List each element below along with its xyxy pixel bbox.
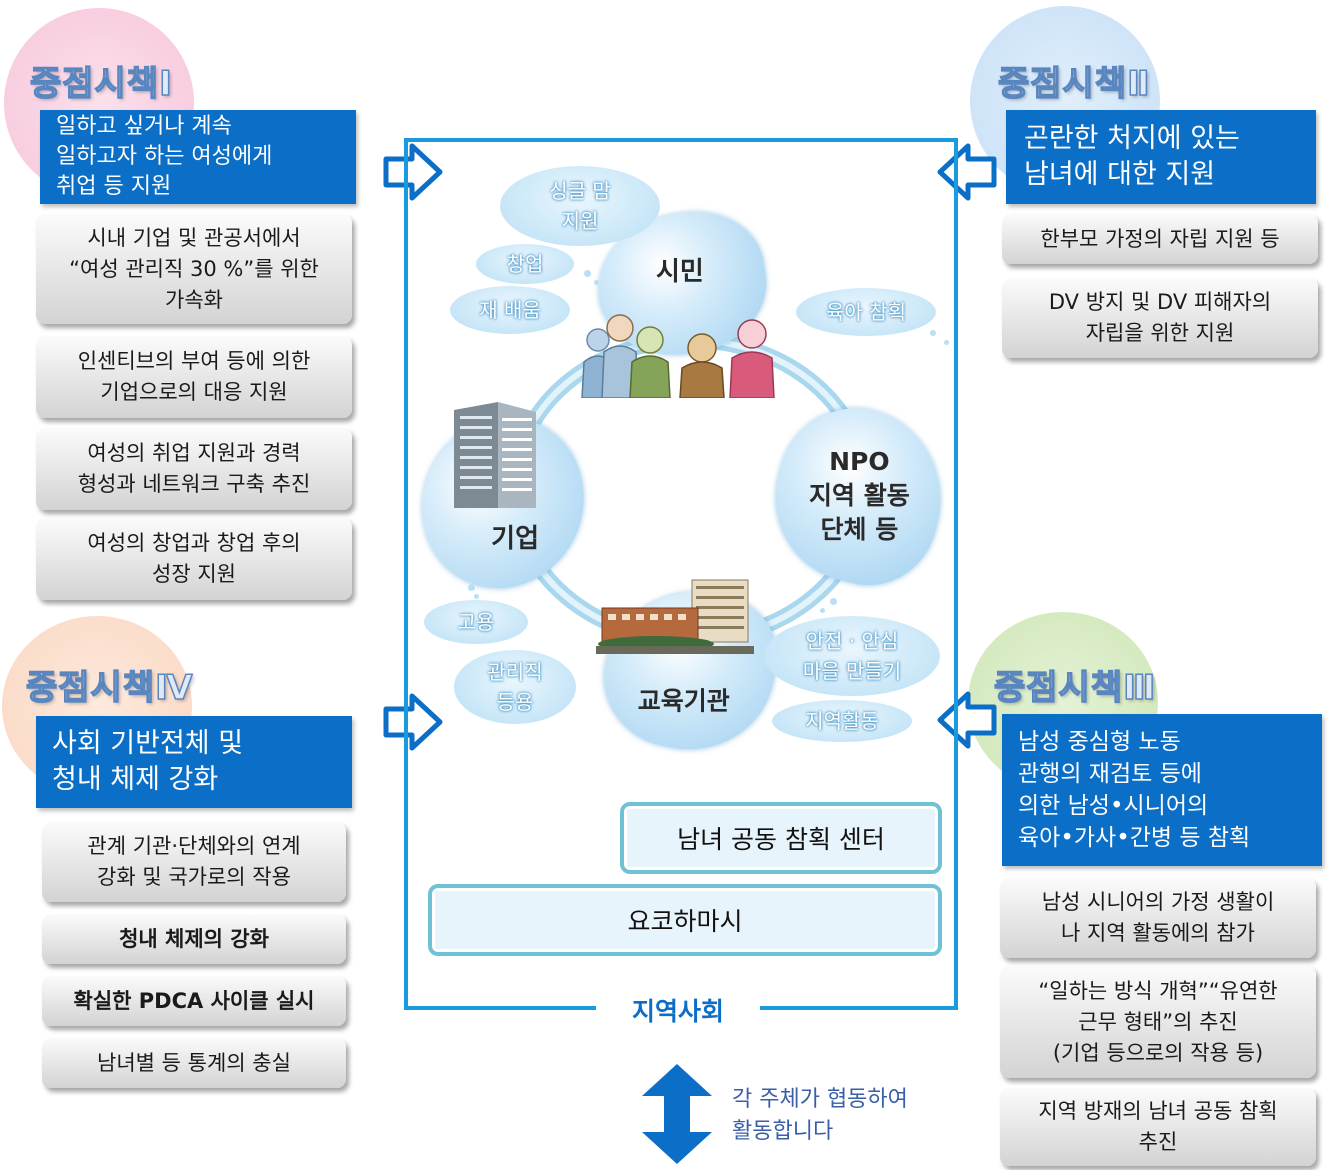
school-icon [596,579,754,654]
pillar3-heading: 남성 중심형 노동 관행의 재검토 등에 의한 남성•시니어의 육아•가사•간병… [1002,714,1322,866]
center-box: 남녀 공동 참획 센터 [620,802,942,874]
cloud-local: 지역활동 [772,700,912,742]
arrow-right-icon [383,143,443,201]
arrow-right-icon [383,693,443,751]
cloud-dot [820,608,825,613]
pillar1-item: 인센티브의 부여 등에 의한 기업으로의 대응 지원 [36,336,352,418]
cloud-dot [584,270,591,277]
pillar1-heading: 일하고 싶거나 계속 일하고자 하는 여성에게 취업 등 지원 [40,110,356,204]
pillar2-item: 한부모 가정의 자립 지원 등 [1002,214,1318,264]
building-icon [454,402,536,508]
pillar1-item: 여성의 창업과 창업 후의 성장 지원 [36,518,352,600]
pillar3-title: 중점시책Ⅲ [993,667,1157,709]
cloud-single-mom: 싱글 맘 지원 [500,166,660,246]
cloud-dot [944,340,949,345]
cloud-startup: 창업 [476,244,574,284]
cloud-manager: 관리직 등용 [454,650,576,724]
pillar1-title: 중점시책Ⅰ [29,63,173,105]
cloud-dot [930,330,936,336]
pillar3-item: “일하는 방식 개혁”“유연한 근무 형태”의 추진 (기업 등으로의 작용 등… [1000,966,1316,1078]
legend-text: 각 주체가 협동하여 활동합니다 [732,1087,908,1144]
pillar1-item: 시내 기업 및 관공서에서 “여성 관리직 30 %”를 위한 가속화 [36,214,352,324]
pillar4-item: 관계 기관·단체와의 연계 강화 및 국가로의 작용 [42,822,346,902]
double-arrow-vertical-icon [642,1064,712,1164]
pillar4-item: 남녀별 등 통계의 충실 [42,1038,346,1088]
cloud-dot [830,598,837,605]
pillar4-item: 청내 체제의 강화 [42,914,346,964]
cloud-employment: 고용 [424,600,528,644]
pillar2-item: DV 방지 및 DV 피해자의 자립을 위한 지원 [1002,278,1318,358]
pillar1-item: 여성의 취업 지원과 경력 형성과 네트워크 구축 추진 [36,428,352,510]
pillar2-heading: 곤란한 처지에 있는 남녀에 대한 지원 [1006,110,1316,204]
cloud-dot [474,594,479,599]
city-box: 요코하마시 [428,884,942,956]
cloud-safety: 안전 · 안심 마을 만들기 [764,616,940,696]
pillar3-item: 남성 시니어의 가정 생활이 나 지역 활동에의 참가 [1000,878,1316,958]
cloud-dot [468,584,475,591]
pillar2-title: 중점시책Ⅱ [997,63,1151,105]
pillar3-item: 지역 방재의 남녀 공동 참획 추진 [1000,1088,1316,1166]
community-label: 지역사회 [596,990,760,1030]
pillar4-heading: 사회 기반전체 및 청내 체제 강화 [36,716,352,808]
cloud-childcare: 육아 참획 [796,288,936,336]
people-icon [581,314,775,398]
cloud-dot [594,280,599,285]
pillar4-title: 중점시책Ⅳ [25,667,194,709]
cloud-relearn: 재 배움 [450,286,570,334]
pillar4-item: 확실한 PDCA 사이클 실시 [42,976,346,1026]
